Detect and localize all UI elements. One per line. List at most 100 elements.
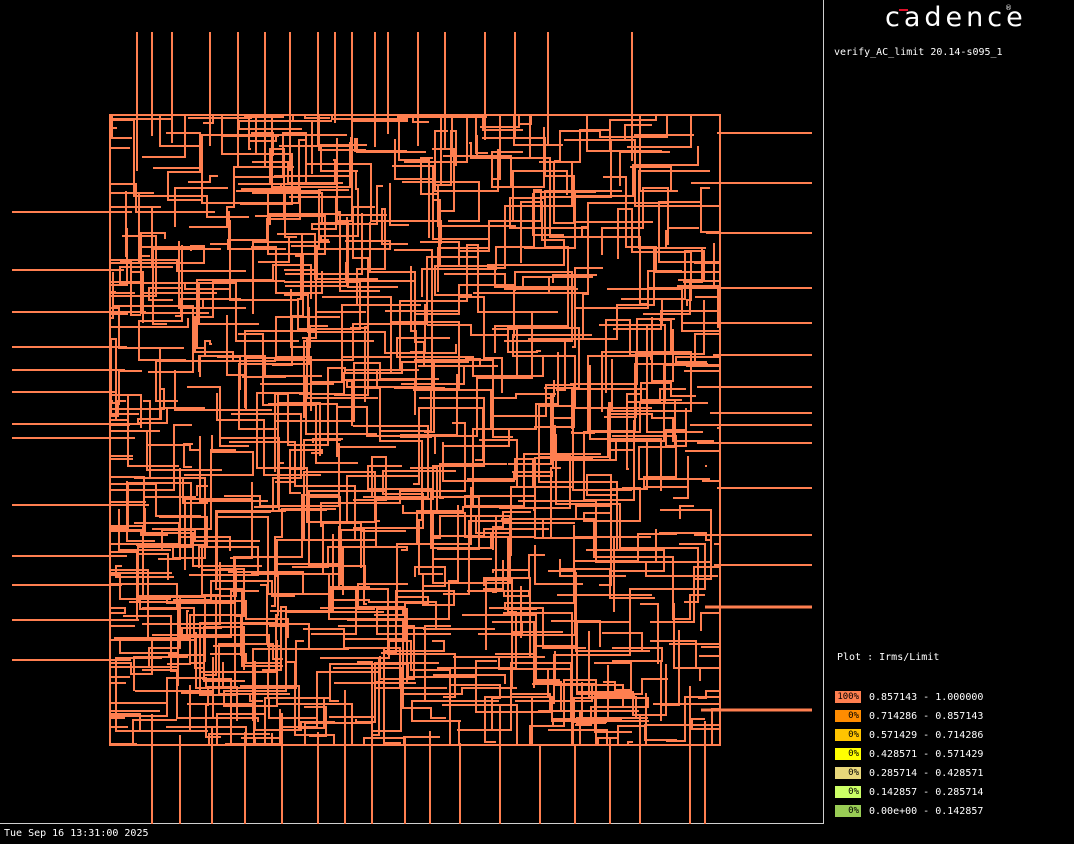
wire-segment: [153, 114, 202, 169]
wire-segment: [215, 510, 286, 667]
wire-segment: [320, 583, 408, 610]
wire-segment: [516, 276, 593, 288]
wire-segment: [719, 480, 721, 523]
wire-segment: [493, 114, 577, 180]
wire-segment: [608, 402, 648, 490]
wire-segment: [274, 175, 353, 268]
wire-segment: [148, 287, 183, 312]
wire-segment: [148, 444, 199, 451]
wire-segment: [291, 245, 318, 278]
wire-group: [12, 32, 812, 824]
wire-segment: [221, 115, 293, 205]
wire-segment: [174, 340, 374, 411]
legend-row: 0%0.142857 - 0.285714: [835, 785, 1074, 804]
wire-segment: [110, 114, 132, 139]
wire-segment: [188, 175, 218, 183]
wire-segment: [601, 187, 699, 255]
legend-range: 0.714286 - 0.857143: [869, 711, 984, 722]
wire-segment: [248, 114, 351, 188]
wire-segment: [109, 639, 158, 662]
wire-segment: [255, 114, 330, 155]
wire-segment: [216, 393, 321, 476]
wire-segment: [427, 324, 508, 336]
wire-segment: [184, 231, 299, 342]
wire-segment: [118, 509, 171, 551]
wire-segment: [276, 362, 439, 422]
wire-segment: [254, 661, 335, 731]
wire-segment: [353, 470, 456, 529]
wire-segment: [244, 114, 332, 122]
wire-segment: [434, 265, 494, 296]
wire-segment: [396, 337, 453, 358]
wire-segment: [482, 115, 523, 131]
wire-segment: [492, 511, 531, 550]
wire-segment: [262, 606, 287, 671]
legend-range: 0.00e+00 - 0.142857: [869, 806, 984, 817]
wire-segment: [679, 505, 694, 519]
wire-segment: [401, 367, 465, 385]
wire-segment: [487, 201, 565, 266]
wire-segment: [602, 632, 643, 650]
wire-segment: [467, 590, 530, 597]
wire-segment: [493, 393, 556, 399]
wire-segment: [576, 631, 637, 724]
wire-segment: [552, 247, 655, 340]
wire-segment: [593, 518, 705, 620]
wire-segment: [494, 264, 574, 288]
wire-segment: [115, 657, 191, 732]
wire-segment: [229, 441, 356, 577]
wire-segment: [424, 360, 435, 433]
wire-segment: [518, 500, 657, 563]
wire-segment: [174, 187, 228, 227]
wire-segment: [427, 328, 518, 437]
wire-segment: [196, 485, 208, 496]
registered-mark: ®: [1005, 4, 1012, 12]
wire-segment: [458, 670, 549, 746]
wire-segment: [533, 681, 639, 712]
wire-segment: [330, 599, 437, 628]
wire-segment: [346, 380, 422, 426]
wire-segment: [226, 315, 286, 378]
routing-plot-canvas[interactable]: [0, 0, 824, 824]
wire-segment: [160, 407, 205, 420]
wire-segment: [432, 148, 455, 256]
wire-segment: [372, 669, 402, 732]
wire-segment: [320, 144, 367, 172]
wire-segment: [594, 662, 632, 691]
wire-segment: [538, 292, 587, 294]
wire-segment: [619, 151, 670, 186]
wire-segment: [275, 496, 341, 565]
wire-segment: [424, 625, 499, 702]
wire-segment: [504, 525, 575, 610]
wire-segment: [218, 516, 333, 595]
wire-segment: [541, 139, 612, 198]
wire-segment: [146, 430, 222, 471]
wire-segment: [318, 189, 391, 250]
wire-segment: [189, 662, 245, 682]
wire-segment: [494, 384, 575, 428]
wire-segment: [503, 612, 573, 681]
wire-segment: [180, 717, 259, 722]
wire-segment: [414, 566, 446, 587]
wire-segment: [621, 250, 705, 300]
wire-segment: [661, 630, 680, 706]
wire-segment: [109, 118, 171, 129]
wire-segment: [115, 565, 174, 578]
wire-segment: [227, 218, 295, 250]
wire-segment: [199, 436, 268, 502]
wire-segment: [109, 468, 181, 545]
wire-segment: [443, 520, 511, 595]
wire-segment: [399, 244, 558, 369]
wire-segment: [701, 569, 721, 648]
wire-segment: [202, 678, 273, 745]
legend-row: 100%0.857143 - 1.000000: [835, 690, 1074, 709]
wire-segment: [636, 660, 662, 721]
wire-segment: [161, 529, 260, 550]
wire-segment: [284, 294, 457, 354]
wire-segment: [413, 407, 484, 485]
wire-segment: [553, 543, 706, 704]
wire-segment: [394, 139, 461, 267]
wire-segment: [304, 722, 371, 746]
wire-segment: [201, 134, 282, 204]
